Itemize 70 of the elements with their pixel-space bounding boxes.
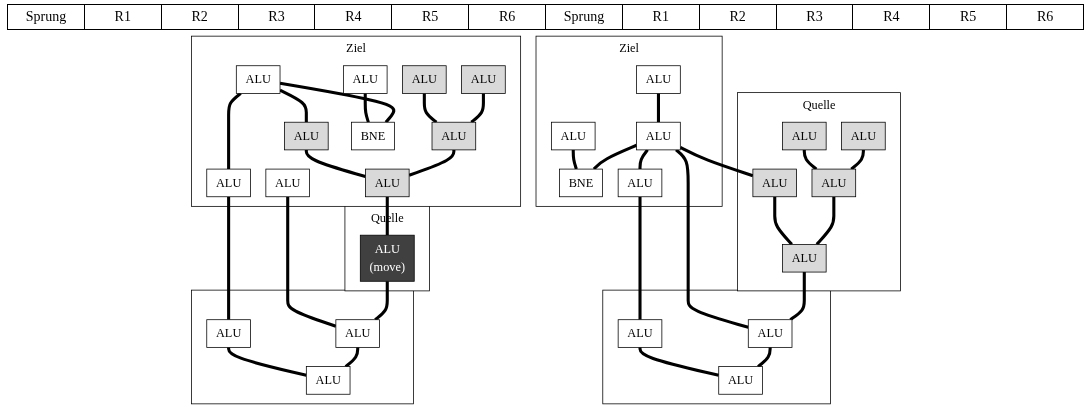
column-header: R3 — [775, 4, 854, 30]
connector — [850, 149, 865, 171]
connector — [286, 196, 337, 328]
connector — [773, 196, 793, 246]
node-box: ALU — [617, 319, 663, 348]
node-box: ALU — [636, 121, 681, 151]
node-box: ALU — [284, 121, 329, 151]
node-box: ALU — [235, 65, 281, 94]
node-box: ALU — [747, 319, 793, 348]
connector — [802, 149, 818, 171]
column-header: R4 — [314, 4, 393, 30]
connector — [374, 281, 389, 321]
node-box: ALU — [811, 168, 857, 198]
column-header: R1 — [621, 4, 700, 30]
node-box: ALU — [782, 244, 827, 273]
column-header: R6 — [1006, 4, 1084, 30]
node-box: ALU — [402, 65, 447, 94]
node-box: ALU — [841, 121, 886, 151]
column-header: R6 — [468, 4, 546, 30]
connector — [227, 347, 307, 377]
connector — [656, 93, 660, 123]
column-header: R3 — [237, 4, 316, 30]
connector — [470, 93, 485, 124]
connector — [815, 196, 836, 246]
node-box: ALU (move) — [359, 234, 415, 282]
node-box: ALU — [617, 168, 663, 198]
node-box: ALU — [782, 121, 827, 151]
cluster — [602, 289, 831, 405]
column-header: R2 — [160, 4, 239, 30]
connector — [679, 146, 754, 178]
connector — [757, 347, 772, 368]
column-header: Sprung — [7, 4, 85, 30]
node-box: ALU — [335, 319, 380, 348]
connector — [675, 148, 749, 329]
connector — [279, 88, 308, 123]
cluster — [191, 289, 414, 405]
node-box: BNE — [559, 168, 603, 198]
node-box: ALU — [206, 168, 251, 198]
connector — [279, 81, 396, 124]
node-box: ALU — [461, 65, 506, 94]
node-box: ALU — [551, 121, 596, 151]
node-box: ALU — [431, 121, 477, 151]
connector — [638, 148, 649, 170]
node-box: ALU — [265, 168, 310, 198]
connector — [344, 347, 360, 368]
connector — [422, 93, 438, 124]
node-box: ALU — [752, 168, 797, 198]
node-box: ALU — [206, 319, 251, 348]
node-box: ALU — [636, 65, 681, 94]
connector — [363, 93, 370, 123]
connector — [408, 149, 456, 177]
connector — [571, 149, 578, 170]
node-box: ALU — [343, 65, 388, 94]
column-header: R2 — [698, 4, 777, 30]
connector — [638, 196, 642, 320]
connector — [227, 196, 231, 320]
connector — [789, 272, 806, 321]
column-header: R4 — [852, 4, 931, 30]
connector — [304, 149, 366, 179]
node-box: BNE — [351, 121, 395, 151]
connector — [592, 143, 638, 171]
node-box: ALU — [718, 366, 763, 395]
column-header: Sprung — [545, 4, 623, 30]
node-box: ALU — [365, 168, 410, 198]
connector — [227, 92, 242, 170]
node-box: ALU — [305, 366, 351, 395]
column-header: R1 — [83, 4, 162, 30]
connector — [638, 347, 720, 377]
column-header: R5 — [929, 4, 1008, 30]
column-header: R5 — [391, 4, 470, 30]
